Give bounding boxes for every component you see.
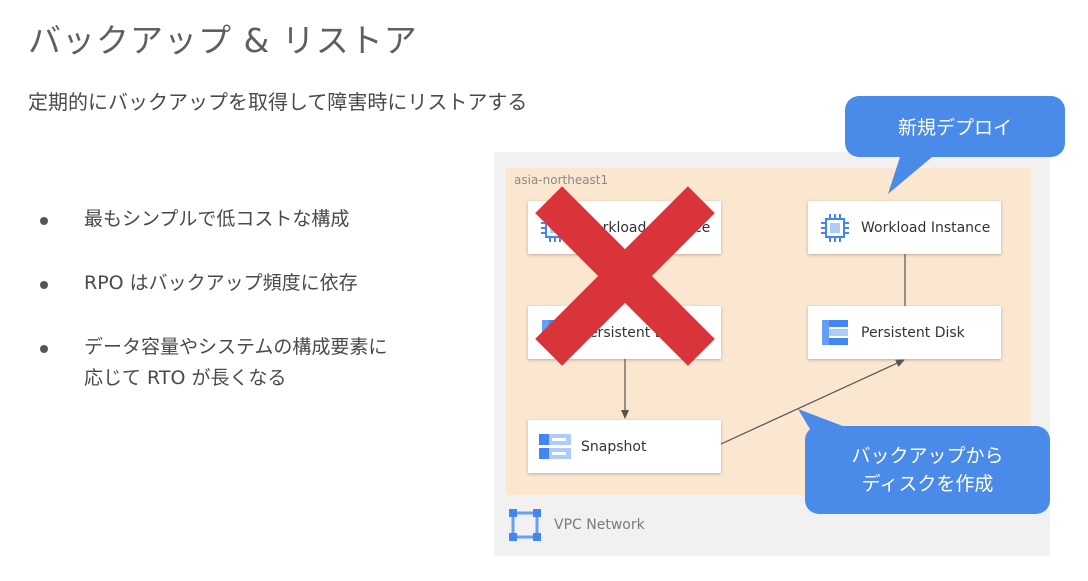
- vpc-network-icon: [508, 508, 542, 542]
- bullet-dot-icon: [40, 217, 48, 225]
- bullet-text: データ容量やシステムの構成要素に: [84, 336, 388, 358]
- bullet-text: RPO はバックアップ頻度に依存: [84, 272, 358, 294]
- bullet-item: データ容量やシステムの構成要素に 応じて RTO が長くなる: [40, 332, 480, 394]
- restore-callout-line2: ディスクを作成: [861, 473, 994, 495]
- slide-subtitle: 定期的にバックアップを取得して障害時にリストアする: [28, 90, 528, 114]
- bullet-list: 最もシンプルで低コストな構成 RPO はバックアップ頻度に依存 データ容量やシス…: [40, 204, 480, 427]
- bullet-item: 最もシンプルで低コストな構成: [40, 204, 480, 235]
- compute-chip-icon: [818, 211, 852, 245]
- new-deploy-callout-text: 新規デプロイ: [897, 117, 1012, 139]
- left-persistent-disk-node: Persistent Disk: [528, 306, 721, 359]
- persistent-disk-icon: [818, 316, 852, 350]
- bullet-text: 最もシンプルで低コストな構成: [84, 208, 350, 230]
- bullet-text: 応じて RTO が長くなる: [84, 367, 287, 389]
- vpc-network-label: VPC Network: [554, 517, 645, 533]
- persistent-disk-icon: [538, 316, 572, 350]
- right-persistent-disk-node: Persistent Disk: [808, 306, 1001, 359]
- left-workload-instance-node: Workload Instance: [528, 201, 721, 254]
- node-label: Workload Instance: [861, 219, 991, 236]
- bullet-dot-icon: [40, 281, 48, 289]
- right-workload-instance-node: Workload Instance: [808, 201, 1001, 254]
- node-label: Snapshot: [581, 438, 647, 455]
- bullet-item: RPO はバックアップ頻度に依存: [40, 268, 480, 299]
- snapshot-node: Snapshot: [528, 420, 721, 473]
- node-label: Persistent Disk: [581, 324, 685, 341]
- node-label: Persistent Disk: [861, 324, 965, 341]
- region-label: asia-northeast1: [514, 173, 609, 187]
- vpc-network: VPC Network: [508, 508, 645, 542]
- compute-chip-icon: [538, 211, 572, 245]
- node-label: Workload Instance: [581, 219, 711, 236]
- restore-callout-line1: バックアップから: [851, 445, 1004, 467]
- bullet-dot-icon: [40, 345, 48, 353]
- snapshot-icon: [538, 430, 572, 464]
- slide-title: バックアップ & リストア: [28, 21, 418, 60]
- new-deploy-callout: 新規デプロイ: [845, 96, 1065, 157]
- restore-callout: バックアップから ディスクを作成: [805, 426, 1050, 514]
